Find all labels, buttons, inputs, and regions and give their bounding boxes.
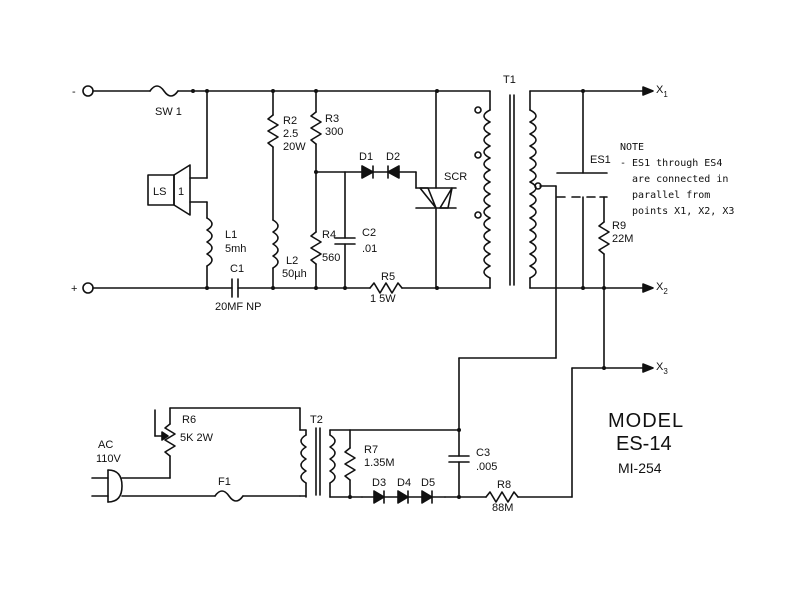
r4-label: R4 bbox=[322, 229, 336, 241]
loudspeaker bbox=[147, 90, 208, 219]
capacitor-c2 bbox=[315, 171, 356, 289]
x1-label: X1 bbox=[656, 84, 668, 99]
x2-label: X2 bbox=[656, 281, 668, 296]
neg-terminal-label: - bbox=[72, 86, 76, 98]
l2-label: L2 bbox=[286, 255, 298, 267]
model-part: MI-254 bbox=[618, 460, 662, 476]
inductor-l1 bbox=[206, 217, 213, 289]
ls-label: LS bbox=[153, 186, 166, 198]
r5-value: 1 5W bbox=[370, 293, 396, 305]
resistor-r4 bbox=[310, 231, 322, 289]
l1-label: L1 bbox=[225, 229, 237, 241]
d2-label: D2 bbox=[386, 151, 400, 163]
ac-input bbox=[91, 407, 307, 503]
d1-label: D1 bbox=[359, 151, 373, 163]
r4-value: 560 bbox=[322, 252, 340, 264]
f1-label: F1 bbox=[218, 476, 231, 488]
r2-label: R2 bbox=[283, 115, 297, 127]
r2-value: 2.5 bbox=[283, 128, 298, 140]
t2-label: T2 bbox=[310, 414, 323, 426]
c1-value: 20MF NP bbox=[215, 301, 261, 313]
diodes-d3-d5 bbox=[361, 490, 446, 504]
t1-label: T1 bbox=[503, 74, 516, 86]
output-network bbox=[529, 86, 654, 373]
scr-triac bbox=[415, 90, 457, 289]
l1-value: 5mh bbox=[225, 243, 246, 255]
r9-label: R9 bbox=[612, 220, 626, 232]
ac-voltage: 110V bbox=[96, 453, 122, 465]
c3-value: .005 bbox=[476, 461, 497, 473]
ac-label: AC bbox=[98, 439, 113, 451]
r6-label: R6 bbox=[182, 414, 196, 426]
c2-label: C2 bbox=[362, 227, 376, 239]
top-rail bbox=[82, 85, 491, 97]
scr-label: SCR bbox=[444, 171, 467, 183]
resistor-r2 bbox=[267, 90, 279, 221]
r7-label: R7 bbox=[364, 444, 378, 456]
r8-value: 88M bbox=[492, 502, 513, 514]
model-block: MODEL ES-14 MI-254 bbox=[608, 410, 684, 476]
ls-pin-label: 1 bbox=[178, 186, 184, 198]
r8-label: R8 bbox=[497, 479, 511, 491]
r9-value: 22M bbox=[612, 233, 633, 245]
sw1-label: SW 1 bbox=[155, 106, 182, 118]
r6-value: 5K 2W bbox=[180, 432, 214, 444]
pos-terminal-label: + bbox=[71, 283, 77, 295]
model-title: MODEL bbox=[608, 410, 685, 432]
c3-label: C3 bbox=[476, 447, 490, 459]
l2-value: 50µh bbox=[282, 268, 307, 280]
r5-label: R5 bbox=[381, 271, 395, 283]
x3-label: X3 bbox=[656, 361, 668, 376]
bottom-rail bbox=[82, 278, 491, 298]
note-text: NOTE - ES1 through ES4 are connected in … bbox=[620, 142, 735, 217]
resistor-r3 bbox=[310, 90, 322, 233]
c1-label: C1 bbox=[230, 263, 244, 275]
inductor-l2 bbox=[272, 219, 279, 289]
d3-label: D3 bbox=[372, 477, 386, 489]
d4-label: D4 bbox=[397, 477, 411, 489]
r3-label: R3 bbox=[325, 113, 339, 125]
hv-supply bbox=[349, 287, 573, 503]
r7-value: 1.35M bbox=[364, 457, 395, 469]
diodes-d1-d2 bbox=[344, 165, 417, 189]
r2-wattage: 20W bbox=[283, 141, 306, 153]
c2-value: .01 bbox=[362, 243, 377, 255]
transformer-t1 bbox=[474, 90, 542, 289]
model-name: ES-14 bbox=[616, 433, 672, 455]
d5-label: D5 bbox=[421, 477, 435, 489]
es1-label: ES1 bbox=[590, 154, 611, 166]
r3-value: 300 bbox=[325, 126, 343, 138]
transformer-t2 bbox=[299, 427, 363, 499]
